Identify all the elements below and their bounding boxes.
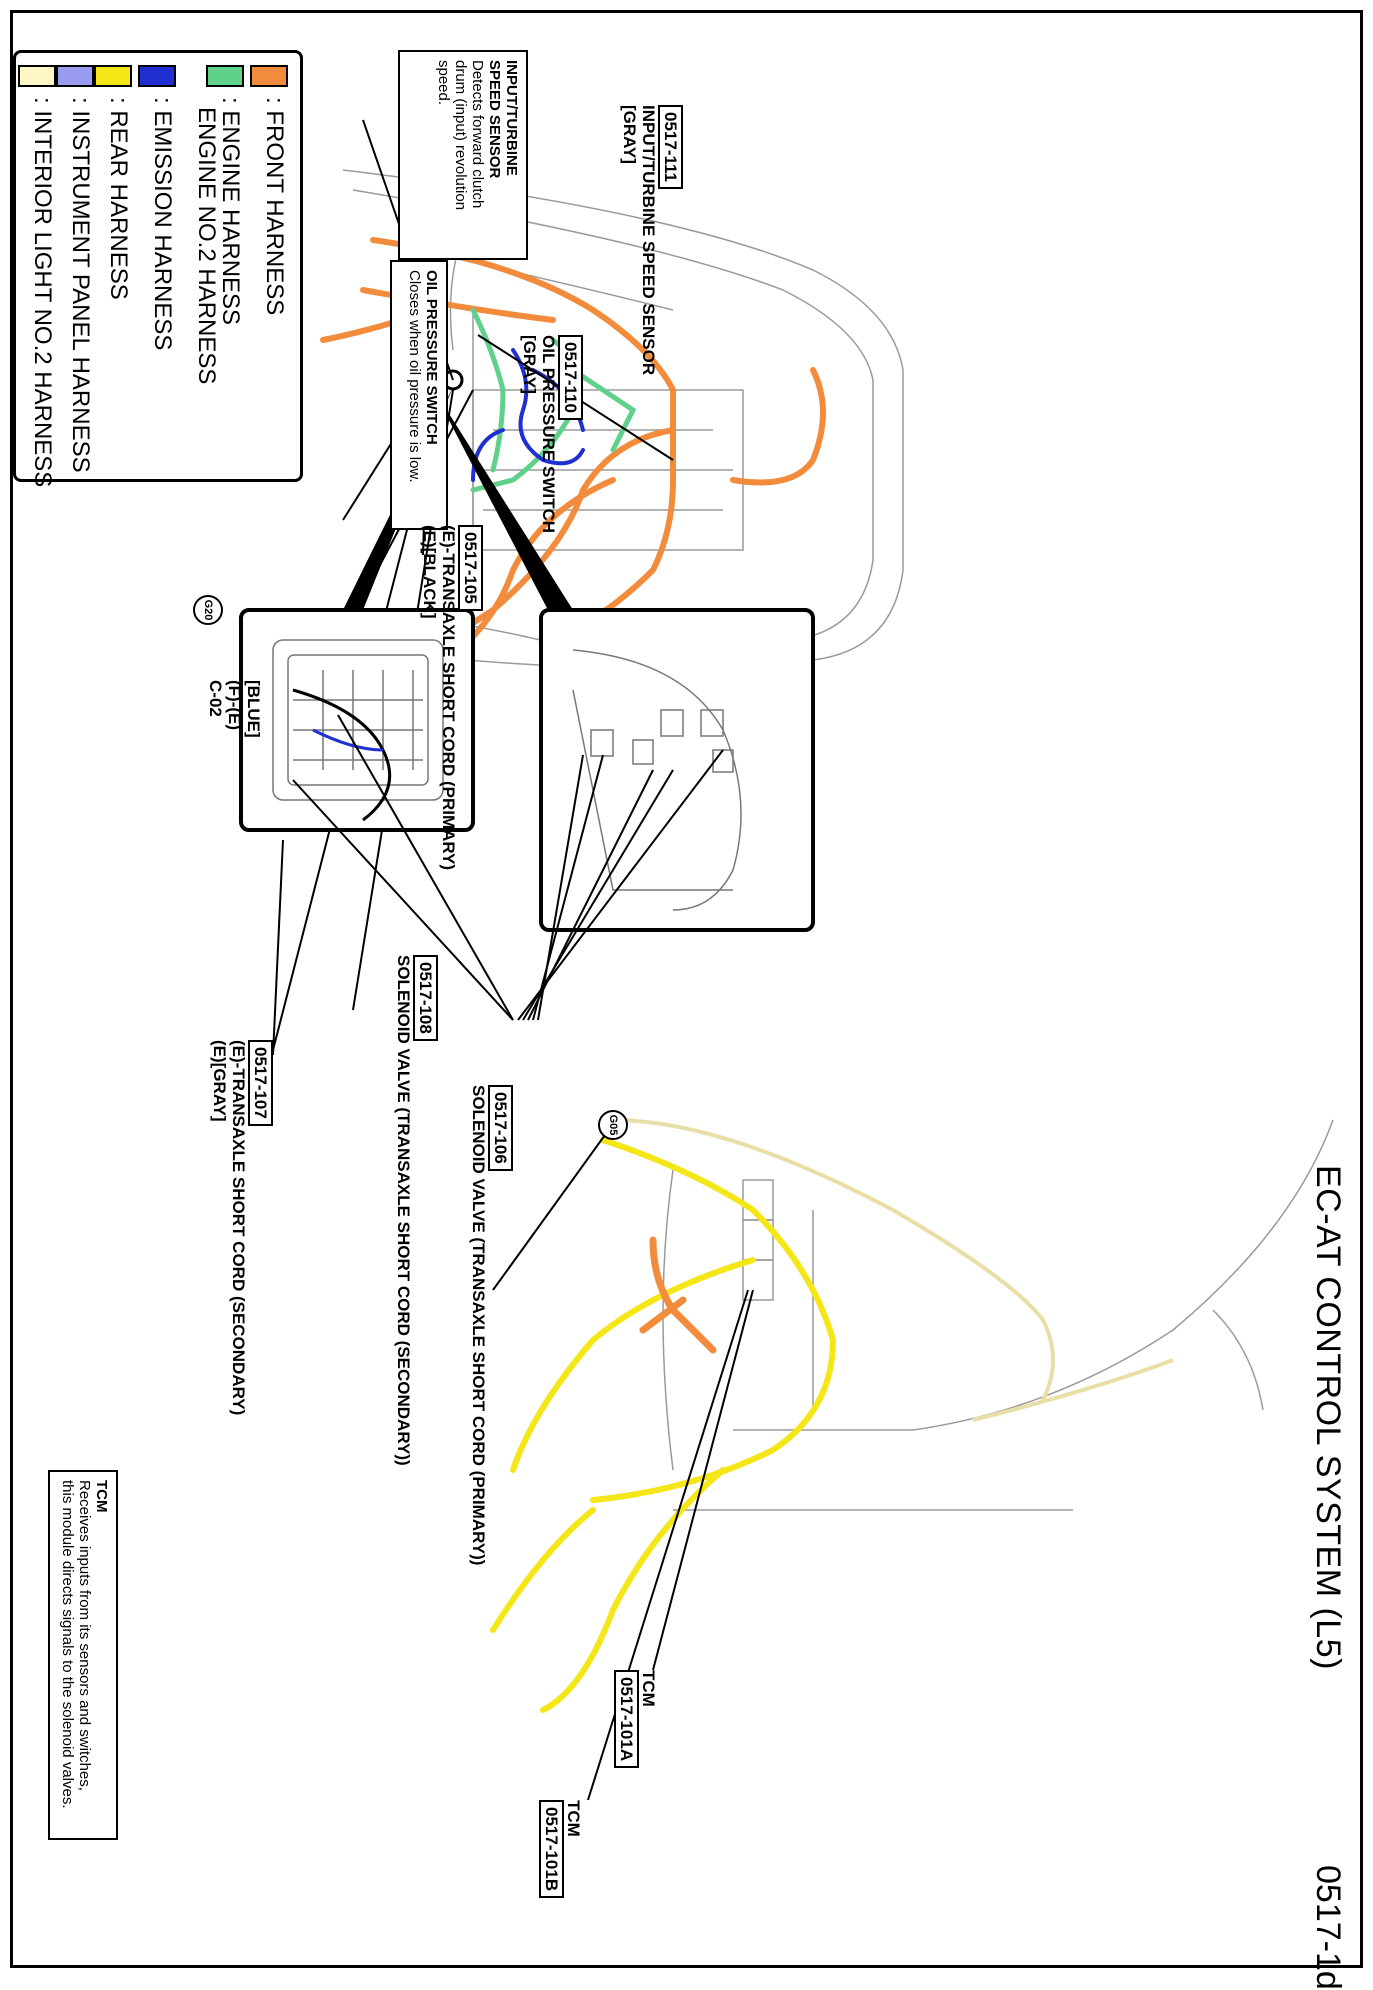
legend-swatch-interior-light — [18, 65, 56, 87]
legend-item-front: : FRONT HARNESS — [250, 65, 288, 315]
legend-swatch-engine — [206, 65, 244, 87]
connector-0517-110: 0517-110 OIL PRESSURE SWITCH [GRAY] — [520, 335, 583, 533]
input-turbine-line-2: drum (input) revolution — [452, 60, 469, 211]
legend-label-engine: : ENGINE HARNESS — [217, 97, 244, 326]
input-turbine-heading-1: INPUT/TURBINE — [503, 60, 520, 176]
connector-0517-105: 0517-105 (E)-TRANSAXLE SHORT CORD (PRIMA… — [420, 525, 483, 870]
tcm-line-1: Receives inputs from its sensors and swi… — [76, 1480, 93, 1791]
harness-legend: : FRONT HARNESS : ENGINE HARNESS ENGINE … — [13, 50, 303, 487]
tcm-heading: TCM — [93, 1480, 110, 1513]
legend-item-instrument-panel: : INSTRUMENT PANEL HARNESS — [56, 65, 94, 473]
connector-0517-111-line-1: INPUT/TURBINE SPEED SENSOR — [639, 105, 658, 376]
legend-label-engine-no2: ENGINE NO.2 HARNESS — [193, 107, 220, 385]
connector-0517-106-line-1: SOLENOID VALVE (TRANSAXLE SHORT CORD (PR… — [469, 1085, 488, 1566]
rear-harness — [490, 1137, 837, 1713]
front-harness-interior — [639, 1236, 717, 1354]
connector-code-0517-108: 0517-108 — [413, 955, 438, 1041]
magnifier-wedge-primary — [429, 382, 573, 610]
input-turbine-line-1: Detects forward clutch — [469, 60, 486, 209]
instrument-panel-harness — [612, 1118, 1174, 1422]
connector-0517-107-line-2: (E)[GRAY] — [210, 1040, 229, 1122]
legend-item-rear: : REAR HARNESS — [94, 65, 132, 300]
connector-c-02-line-2: (F)-(E) — [225, 680, 244, 731]
connector-code-0517-101b: 0517-101B — [539, 1800, 564, 1899]
inset-primary-frame — [539, 608, 815, 932]
connector-code-0517-107: 0517-107 — [248, 1040, 273, 1126]
page-title: EC-AT CONTROL SYSTEM (L5) — [1309, 1165, 1347, 1670]
connector-code-0517-101a: 0517-101A — [614, 1670, 639, 1769]
front-harness-engine-bay — [320, 237, 826, 673]
page-code: 0517-1d — [1309, 1865, 1347, 1990]
connector-0517-110-line-1: OIL PRESSURE SWITCH — [539, 335, 558, 534]
connector-c-02-line-3: C-02 — [206, 680, 225, 717]
connector-0517-106: 0517-106 SOLENOID VALVE (TRANSAXLE SHORT… — [469, 1085, 513, 1565]
connector-code-0517-111: 0517-111 — [658, 105, 683, 189]
connector-0517-108: 0517-108 SOLENOID VALVE (TRANSAXLE SHORT… — [394, 955, 438, 1466]
legend-label-interior-light: : INTERIOR LIGHT NO.2 HARNESS — [29, 97, 56, 488]
connector-0517-105-line-1: (E)-TRANSAXLE SHORT CORD (PRIMARY) — [439, 525, 458, 871]
tcm-description: TCM Receives inputs from its sensors and… — [48, 1470, 118, 1840]
page-border — [10, 10, 1363, 1968]
connector-0517-111: 0517-111 INPUT/TURBINE SPEED SENSOR [GRA… — [620, 105, 683, 375]
oil-pressure-heading: OIL PRESSURE SWITCH — [423, 270, 440, 445]
input-turbine-description: INPUT/TURBINE SPEED SENSOR Detects forwa… — [398, 50, 528, 260]
connector-c-02-line-1: [BLUE] — [244, 680, 263, 738]
legend-swatch-instrument-panel — [56, 65, 94, 87]
diagram-page: EC-AT CONTROL SYSTEM (L5) 0517-1d : FRON… — [13, 10, 1373, 1990]
connector-c-02: [BLUE] (F)-(E) C-02 — [206, 680, 263, 738]
connector-0517-111-line-2: [GRAY] — [620, 105, 639, 164]
legend-label-rear: : REAR HARNESS — [105, 97, 132, 300]
legend-label-instrument-panel: : INSTRUMENT PANEL HARNESS — [67, 97, 94, 473]
connector-0517-101a: TCM 0517-101A — [614, 1670, 658, 1769]
tcm-line-2: this module directs signals to the solen… — [59, 1480, 76, 1809]
legend-item-interior-light: : INTERIOR LIGHT NO.2 HARNESS — [18, 65, 56, 487]
connector-0517-108-line-1: SOLENOID VALVE (TRANSAXLE SHORT CORD (SE… — [394, 955, 413, 1466]
legend-label-emission: : EMISSION HARNESS — [149, 97, 176, 351]
legend-item-emission: : EMISSION HARNESS — [138, 65, 176, 350]
ground-g05: G05 — [598, 1110, 628, 1140]
legend-swatch-emission — [138, 65, 176, 87]
connector-0517-105-line-2: (E)[BLACK] — [420, 525, 439, 619]
legend-item-engine-no2: ENGINE NO.2 HARNESS — [182, 97, 220, 384]
connector-0517-101b-label: TCM — [564, 1800, 583, 1837]
legend-swatch-front — [250, 65, 288, 87]
input-turbine-heading-2: SPEED SENSOR — [486, 60, 503, 179]
oil-pressure-line-1: Closes when oil pressure is low. — [406, 270, 423, 483]
connector-code-0517-110: 0517-110 — [558, 335, 583, 420]
inset-primary-art — [572, 649, 742, 911]
ground-g20: G20 — [193, 595, 223, 625]
legend-label-front: : FRONT HARNESS — [261, 97, 288, 316]
connector-0517-101b: TCM 0517-101B — [539, 1800, 583, 1899]
connector-code-0517-105: 0517-105 — [458, 525, 483, 611]
connector-0517-101a-label: TCM — [639, 1670, 658, 1707]
leader-lines-inset — [272, 714, 724, 1056]
connector-0517-110-line-2: [GRAY] — [520, 335, 539, 394]
connector-0517-107: 0517-107 (E)-TRANSAXLE SHORT CORD (SECON… — [210, 1040, 273, 1415]
connector-code-0517-106: 0517-106 — [488, 1085, 513, 1171]
connector-0517-107-line-1: (E)-TRANSAXLE SHORT CORD (SECONDARY) — [229, 1040, 248, 1416]
oil-pressure-description: OIL PRESSURE SWITCH Closes when oil pres… — [390, 260, 448, 530]
legend-swatch-rear — [94, 65, 132, 87]
inset-secondary-art — [272, 639, 444, 801]
input-turbine-line-3: speed. — [435, 60, 452, 106]
